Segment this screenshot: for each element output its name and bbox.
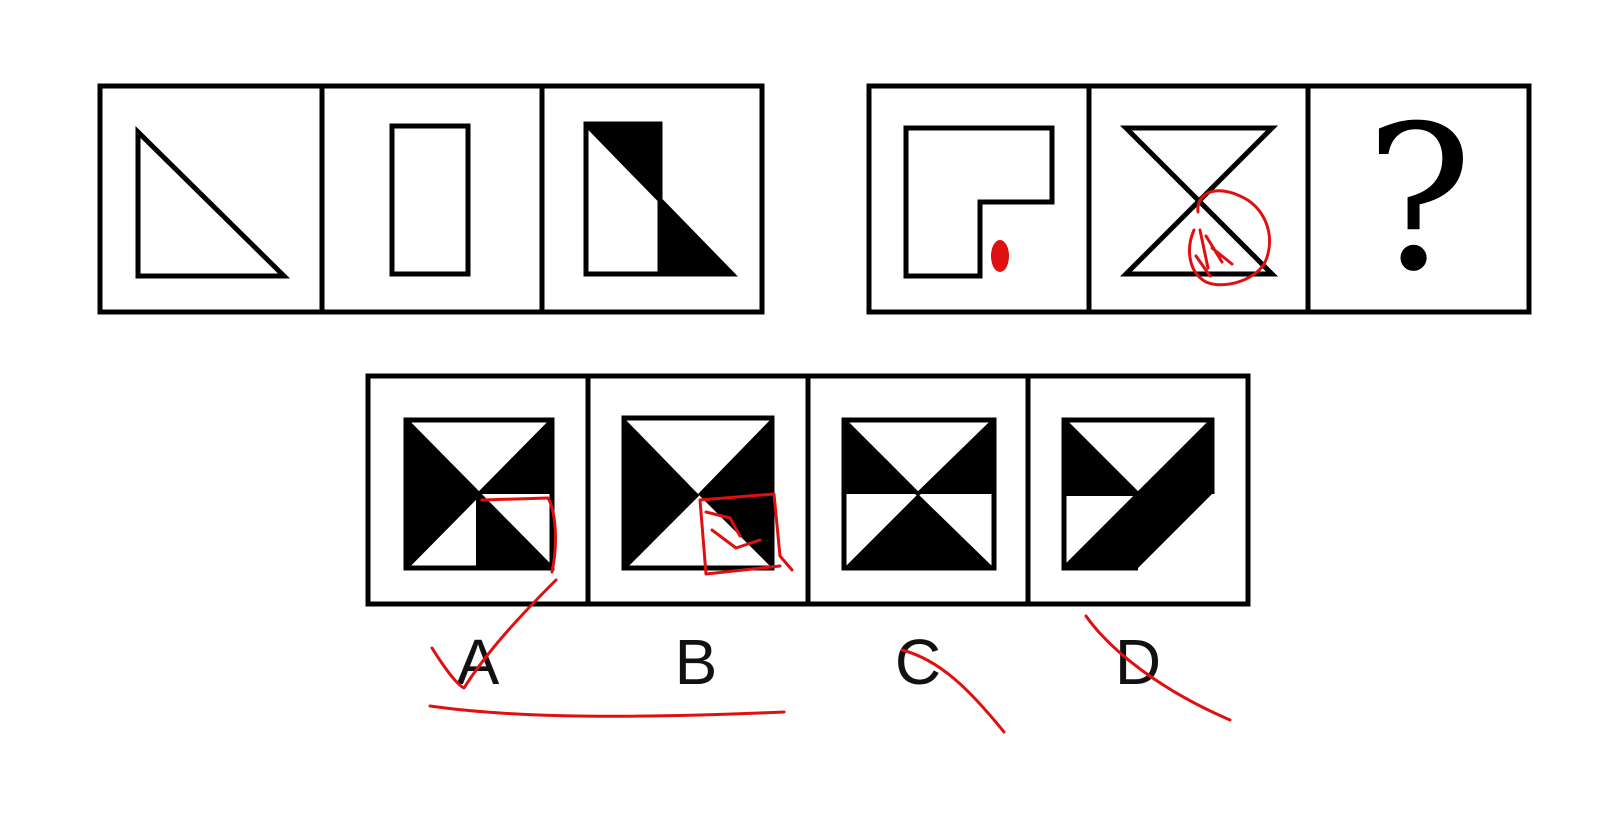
question-mark: ? <box>1365 83 1472 316</box>
black-fill <box>406 420 478 568</box>
annotation-loop <box>1188 189 1271 287</box>
options-row <box>365 373 1251 607</box>
option-b-label[interactable]: B <box>675 626 718 698</box>
l-shape <box>903 125 1055 279</box>
tall-rectangle-shape <box>389 123 471 277</box>
black-fill <box>844 494 994 568</box>
annotation-dot <box>991 240 1009 272</box>
question-strip-frame <box>866 83 1532 315</box>
handwritten-annotations <box>428 189 1271 734</box>
annotation-box-a <box>480 496 557 574</box>
option-labels: A B C D <box>457 626 1161 698</box>
question-cell-2 <box>1119 125 1279 277</box>
hourglass-shape <box>1119 125 1279 277</box>
annotation-scribble <box>1194 228 1234 278</box>
reference-strip-frame <box>97 83 765 315</box>
question-cell-1 <box>903 125 1055 279</box>
annotation-strike-d <box>1084 614 1232 722</box>
figure-line <box>842 418 920 496</box>
option-d-label[interactable]: D <box>1115 626 1161 698</box>
black-fill <box>698 418 772 568</box>
question-sequence: ? <box>866 83 1532 316</box>
black-fill <box>624 418 698 568</box>
option-d-figure[interactable] <box>1061 417 1215 571</box>
figure-outline <box>841 417 997 571</box>
annotation-check-mark <box>430 578 558 690</box>
option-c-figure[interactable] <box>841 417 997 571</box>
reference-cell-1 <box>135 126 291 279</box>
right-triangle-shape <box>135 126 291 279</box>
reference-cell-2 <box>389 123 471 277</box>
combined-outline <box>583 121 738 277</box>
annotation-box-b <box>698 492 794 576</box>
option-a-figure[interactable] <box>403 417 555 571</box>
question-cell-3: ? <box>1365 83 1472 316</box>
option-c-label[interactable]: C <box>895 626 941 698</box>
figure-line <box>916 418 996 496</box>
figure-line <box>1062 418 1140 496</box>
annotation-scribble-b <box>704 510 762 550</box>
annotation-strike-c <box>900 648 1006 734</box>
figure-line <box>622 492 700 570</box>
option-b-figure[interactable] <box>621 415 775 571</box>
reference-sequence <box>97 83 765 315</box>
reference-cell-3 <box>583 121 738 277</box>
annotation-underline <box>428 704 786 718</box>
